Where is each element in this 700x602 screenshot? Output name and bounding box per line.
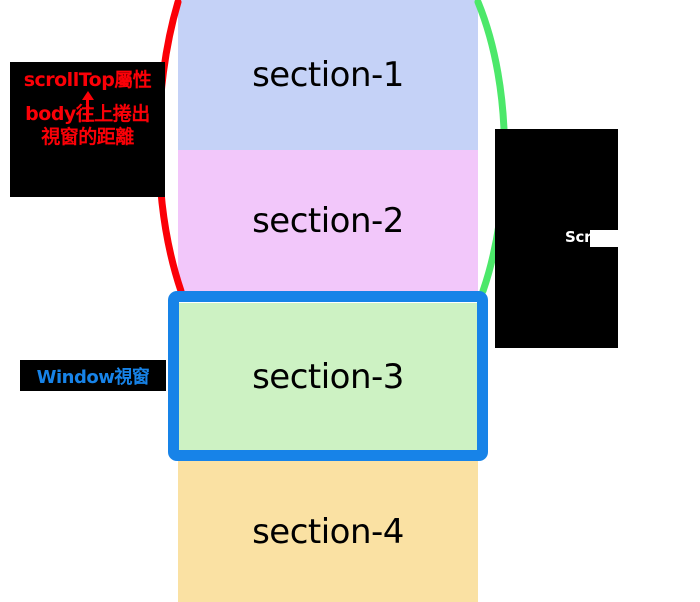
window-viewport-frame [168, 291, 488, 461]
scrolltop-desc-line-2: 視窗的距離 [41, 126, 134, 148]
scrolltop-annotation: scrollTop屬性 body往上捲出 視窗的距離 [10, 62, 165, 197]
section-block-4: section-4 [178, 461, 478, 602]
window-annotation-label: Window視窗 [36, 366, 150, 388]
section-label: section-2 [252, 200, 404, 241]
section-block-1: section-1 [178, 0, 478, 150]
section-label: section-3 [252, 356, 404, 397]
section-block-3: section-3 [178, 303, 478, 450]
scrolltop-title: scrollTop屬性 [23, 69, 152, 91]
section-label: section-1 [252, 55, 404, 95]
section-block-2: section-2 [178, 150, 478, 291]
section-label: section-4 [252, 511, 404, 552]
scroll-label-occluder [590, 230, 668, 247]
window-annotation: Window視窗 [20, 360, 166, 391]
